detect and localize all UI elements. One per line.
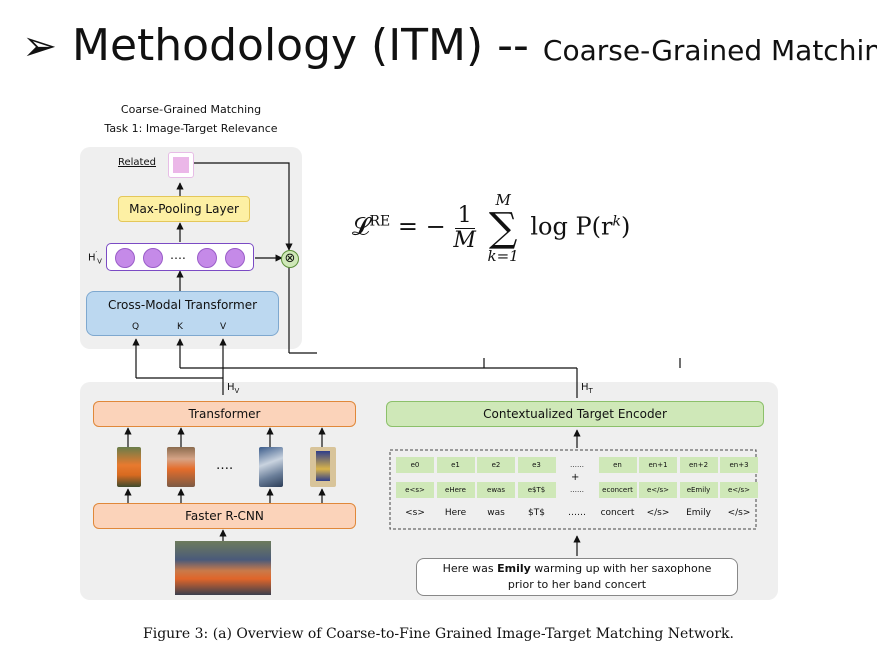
max-pooling-layer: Max-Pooling Layer [118, 196, 250, 222]
k-label: K [177, 322, 183, 332]
input-sentence: Here was Emily warming up with her saxop… [416, 558, 738, 596]
v-label: V [220, 322, 227, 332]
hv-prime-vector: …. [106, 243, 254, 271]
position-embedding: e2 [477, 457, 515, 473]
token: $T$ [528, 508, 545, 518]
feature-node [143, 248, 163, 268]
token-embedding: e</s> [639, 482, 677, 498]
elementwise-product-icon: ⊗ [281, 250, 299, 268]
token-embedding: e</s> [720, 482, 758, 498]
position-embedding: e0 [396, 457, 434, 473]
region-image-thumbnail [310, 447, 336, 487]
slide-title-sub: Coarse-Grained Matching [542, 34, 877, 67]
feature-node [115, 248, 135, 268]
token-embedding: eHere [436, 482, 475, 498]
region-image-thumbnail [167, 447, 195, 487]
ht-label: HT [581, 382, 593, 395]
tokens-row: <s> Here was $T$ …… concert </s> Emily <… [396, 508, 758, 518]
formula-sum: M∑k=1 [487, 191, 519, 265]
diagram-header-2: Task 1: Image-Target Relevance [104, 122, 278, 135]
position-embedding: …… [570, 461, 584, 469]
token-embedding: …… [570, 486, 584, 494]
token-embedding: econcert [598, 482, 637, 498]
token-embedding: e<s> [396, 482, 434, 498]
token: concert [600, 508, 635, 518]
cross-modal-transformer-label: Cross-Modal Transformer [107, 298, 258, 312]
q-label: Q [132, 322, 140, 332]
position-embedding: en+3 [720, 457, 758, 473]
diagram-header-1: Coarse-Grained Matching [120, 103, 262, 116]
feature-node [197, 248, 217, 268]
token-embeddings-row: e<s> eHere ewas e$T$ …… econcert e</s> e… [396, 482, 758, 498]
token-embedding: eEmily [679, 482, 718, 498]
position-embedding: en+1 [639, 457, 677, 473]
contextualized-target-encoder: Contextualized Target Encoder [386, 401, 764, 427]
feature-node [225, 248, 245, 268]
token: …… [568, 508, 586, 518]
position-embedding: en [598, 457, 637, 473]
hv-label: HV [227, 382, 240, 395]
faster-rcnn-block: Faster R-CNN [93, 503, 356, 529]
position-embedding: en+2 [679, 457, 718, 473]
title-bullet-icon: ➢ [22, 21, 58, 70]
token-embedding: ewas [477, 482, 515, 498]
token: </s> [727, 508, 751, 518]
token: was [487, 508, 505, 518]
plus-sign: + [571, 472, 580, 483]
token: Emily [686, 508, 711, 518]
input-image [175, 541, 271, 595]
position-embedding: e3 [517, 457, 556, 473]
slide-title: Methodology (ITM) -- Coarse-Grained Matc… [72, 18, 877, 79]
region-image-thumbnail [117, 447, 141, 487]
token: </s> [646, 508, 670, 518]
region-image-thumbnail [259, 447, 283, 487]
position-embedding: e1 [436, 457, 475, 473]
figure-caption: Figure 3: (a) Overview of Coarse-to-Fine… [143, 626, 734, 642]
transformer-block: Transformer [93, 401, 356, 427]
slide-title-main: Methodology (ITM) -- [72, 20, 543, 71]
cross-modal-transformer: Cross-Modal Transformer [86, 291, 279, 336]
token: Here [444, 508, 467, 518]
related-output-node [168, 152, 194, 178]
feature-dots: …. [170, 248, 186, 262]
image-dots: …. [216, 458, 234, 473]
related-label: Related [118, 157, 156, 168]
hv-prime-label: H′V [88, 250, 102, 266]
token-embedding: e$T$ [517, 482, 556, 498]
token: <s> [405, 508, 425, 518]
position-embeddings-row: e0 e1 e2 e3 …… en en+1 en+2 en+3 [396, 457, 758, 473]
